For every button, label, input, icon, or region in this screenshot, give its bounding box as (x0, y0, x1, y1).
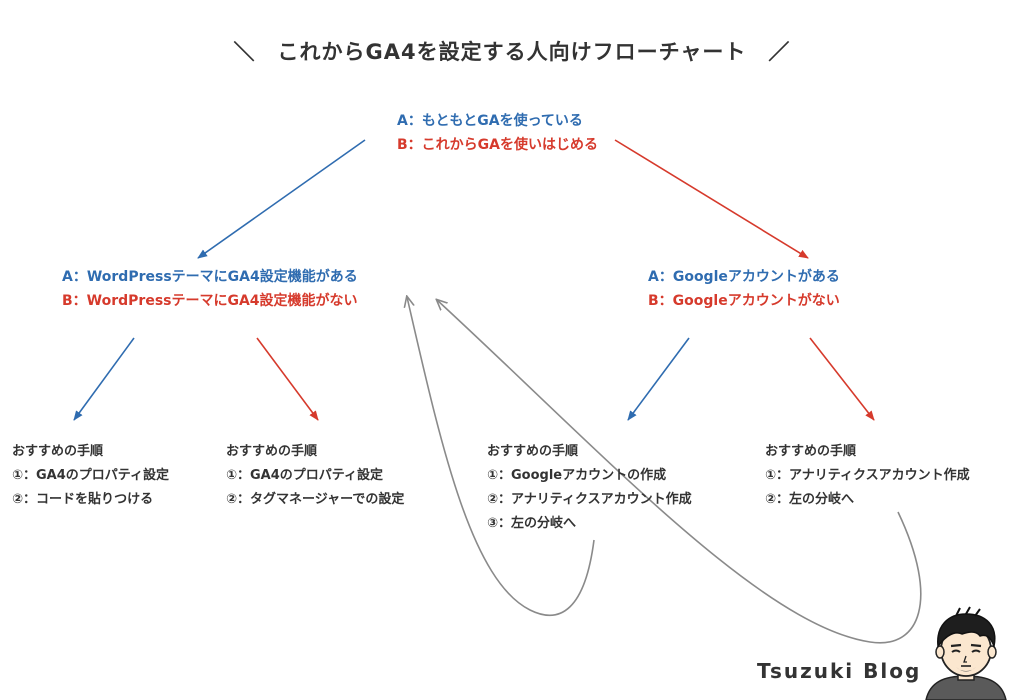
root-node: A：もともとGAを使っている B：これからGAを使いはじめる (397, 109, 598, 157)
loop-arrow-rec3-to-left (407, 297, 595, 617)
left-option-a: A：WordPressテーマにGA4設定機能がある (62, 269, 358, 285)
arrow-root-to-left (197, 139, 366, 259)
recommendation-step: ②：左の分岐へ (765, 492, 855, 507)
recommendation-block-3: おすすめの手順 ①：Googleアカウントの作成 ②：アナリティクスアカウント作… (487, 440, 692, 536)
page-title: ＼ これからGA4を設定する人向けフローチャート ／ (233, 40, 791, 64)
right-node: A：Googleアカウントがある B：Googleアカウントがない (648, 265, 840, 313)
recommendation-step: ③：左の分岐へ (487, 516, 577, 531)
recommendation-step: ②：タグマネージャーでの設定 (226, 492, 405, 507)
root-option-b: B：これからGAを使いはじめる (397, 137, 598, 153)
loop-arrow-rec4-to-left (437, 300, 922, 644)
right-option-b: B：Googleアカウントがない (648, 293, 840, 309)
recommendation-block-4: おすすめの手順 ①：アナリティクスアカウント作成 ②：左の分岐へ (765, 440, 970, 512)
arrow-right-to-rec4 (809, 337, 875, 421)
right-option-a: A：Googleアカウントがある (648, 269, 840, 285)
recommendation-heading: おすすめの手順 (12, 444, 104, 459)
recommendation-block-2: おすすめの手順 ①：GA4のプロパティ設定 ②：タグマネージャーでの設定 (226, 440, 404, 512)
recommendation-heading: おすすめの手順 (487, 444, 579, 459)
recommendation-step: ②：アナリティクスアカウント作成 (487, 492, 692, 507)
recommendation-step: ①：GA4のプロパティ設定 (226, 468, 384, 483)
recommendation-block-1: おすすめの手順 ①：GA4のプロパティ設定 ②：コードを貼りつける (12, 440, 169, 512)
recommendation-heading: おすすめの手順 (765, 444, 857, 459)
recommendation-step: ①：Googleアカウントの作成 (487, 468, 667, 483)
arrow-right-to-rec3 (627, 337, 690, 421)
recommendation-step: ①：GA4のプロパティ設定 (12, 468, 170, 483)
recommendation-step: ①：アナリティクスアカウント作成 (765, 468, 970, 483)
left-option-b: B：WordPressテーマにGA4設定機能がない (62, 293, 358, 309)
avatar-illustration-icon (925, 606, 1007, 700)
recommendation-heading: おすすめの手順 (226, 444, 318, 459)
arrow-root-to-right (614, 139, 809, 259)
left-node: A：WordPressテーマにGA4設定機能がある B：WordPressテーマ… (62, 265, 358, 313)
arrow-left-to-rec1 (73, 337, 135, 421)
arrow-left-to-rec2 (256, 337, 319, 421)
brand-name: Tsuzuki Blog (757, 659, 922, 683)
root-option-a: A：もともとGAを使っている (397, 113, 583, 129)
recommendation-step: ②：コードを貼りつける (12, 492, 154, 507)
